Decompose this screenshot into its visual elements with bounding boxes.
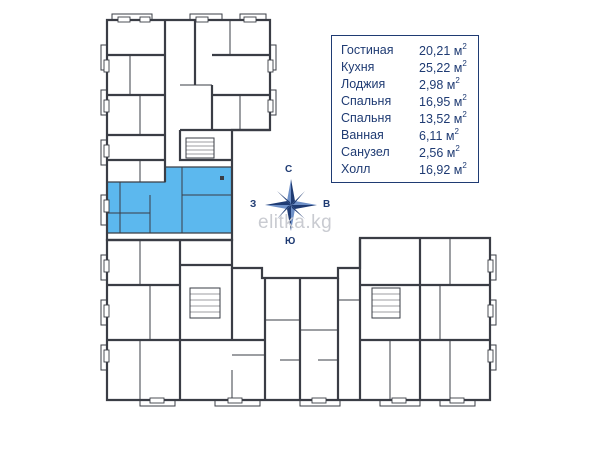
room-area: 16,95 м2 (419, 92, 467, 109)
highlighted-apartment[interactable] (106, 166, 233, 234)
legend-row: Спальня 13,52 м2 (341, 109, 478, 126)
compass-north: С (285, 164, 293, 175)
room-name: Санузел (341, 144, 390, 159)
room-area: 2,56 м2 (419, 143, 460, 160)
legend-row: Кухня 25,22 м2 (341, 58, 478, 75)
room-area: 13,52 м2 (419, 109, 467, 126)
room-name: Спальня (341, 93, 392, 108)
legend-row: Холл 16,92 м2 (341, 160, 478, 177)
legend-row: Ванная 6,11 м2 (341, 126, 478, 143)
compass-rose-icon (265, 179, 317, 231)
compass-east: В (323, 199, 331, 210)
compass-south: Ю (285, 236, 296, 247)
legend-row: Спальня 16,95 м2 (341, 92, 478, 109)
legend-row: Лоджия 2,98 м2 (341, 75, 478, 92)
room-area: 20,21 м2 (419, 41, 467, 58)
room-name: Лоджия (341, 76, 386, 91)
area-legend: Гостиная 20,21 м2 Кухня 25,22 м2 Лоджия 2,98 … (331, 35, 479, 183)
room-name: Холл (341, 161, 371, 176)
compass-west: З (250, 199, 257, 210)
room-name: Ванная (341, 127, 384, 142)
watermark: elitka.kg (258, 212, 333, 233)
lower-wing (100, 236, 497, 407)
room-name: Гостиная (341, 42, 394, 57)
room-area: 25,22 м2 (419, 58, 467, 75)
room-name: Спальня (341, 110, 392, 125)
room-area: 16,92 м2 (419, 160, 467, 177)
room-area: 6,11 м2 (419, 126, 459, 143)
legend-row: Гостиная 20,21 м2 (341, 41, 478, 58)
upper-tower (100, 13, 277, 242)
room-name: Кухня (341, 59, 375, 74)
legend-row: Санузел 2,56 м2 (341, 143, 478, 160)
room-area: 2,98 м2 (419, 75, 460, 92)
